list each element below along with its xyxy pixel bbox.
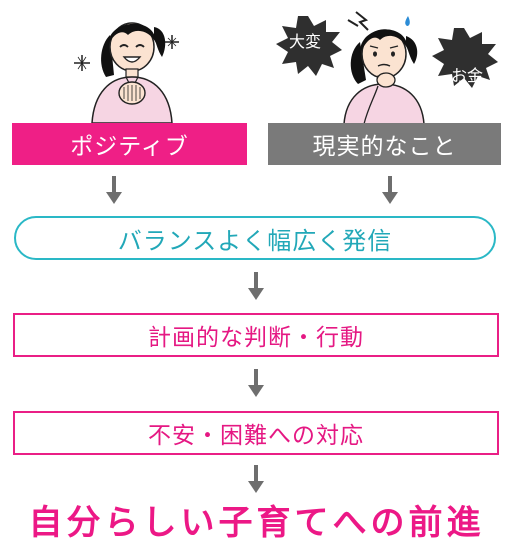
worried-woman-icon <box>268 2 503 124</box>
positive-label: ポジティブ <box>12 123 247 165</box>
anxiety-box: 不安・困難への対応 <box>13 411 499 455</box>
bubble-text-okane: お金 <box>450 66 483 85</box>
arrow-down-icon <box>381 176 399 206</box>
smiling-woman-icon <box>70 5 190 123</box>
plan-box: 計画的な判断・行動 <box>13 313 499 357</box>
bubble-text-taihen: 大変 <box>288 32 321 51</box>
arrow-down-icon <box>105 176 123 206</box>
arrow-down-icon <box>247 369 265 399</box>
balance-pill: バランスよく幅広く発信 <box>14 216 496 260</box>
arrow-down-icon <box>247 465 265 495</box>
realistic-label: 現実的なこと <box>268 123 501 165</box>
arrow-down-icon <box>247 272 265 302</box>
worry-bubble-right-icon <box>432 28 498 88</box>
conclusion-text: 自分らしい子育てへの前進 <box>28 502 485 543</box>
worry-bubble-left-icon <box>276 16 342 76</box>
